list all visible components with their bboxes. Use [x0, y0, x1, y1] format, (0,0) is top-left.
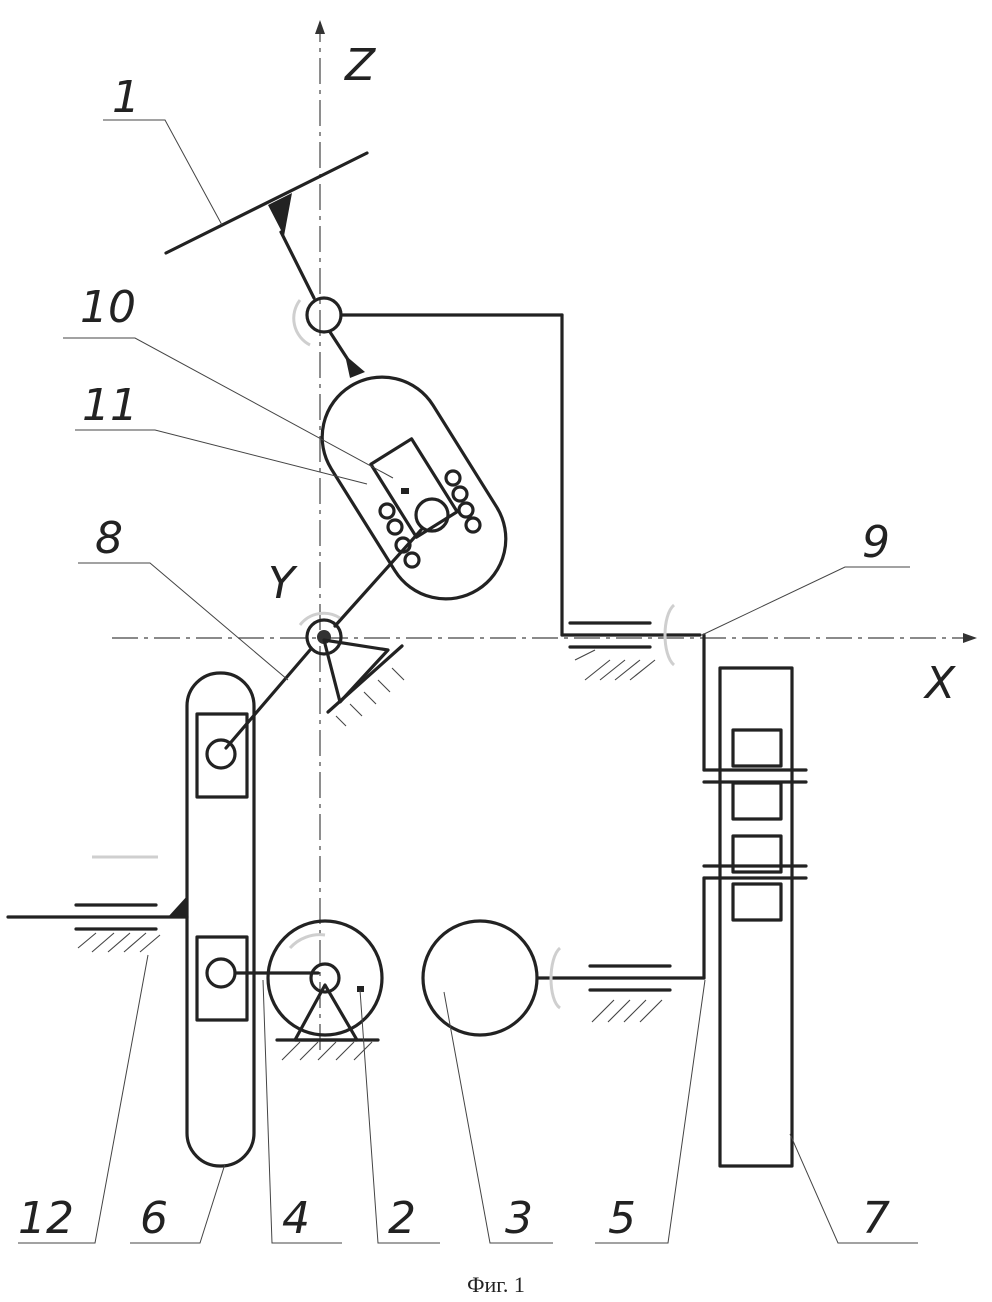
axes: Z Y X	[112, 22, 975, 1050]
upper-joint	[294, 298, 700, 680]
y-axis-label: Y	[268, 558, 298, 609]
callout-8: 8	[95, 513, 123, 564]
callout-3: 3	[505, 1193, 533, 1244]
callouts: 1 10 11 8 9 12 6 4 2 3 5 7	[18, 72, 890, 1244]
lower-pivot	[300, 613, 404, 726]
callout-11: 11	[82, 380, 138, 431]
callout-4: 4	[282, 1193, 310, 1244]
part-1-platform	[166, 153, 367, 298]
part-3-disk	[423, 921, 704, 1035]
part-10-capsule	[300, 332, 529, 626]
part-8-link	[226, 650, 310, 748]
x-axis-label: X	[923, 658, 956, 709]
callout-10: 10	[80, 282, 136, 333]
callout-2: 2	[388, 1193, 416, 1244]
figure-caption: Фиг. 1	[467, 1272, 525, 1297]
callout-5: 5	[608, 1193, 636, 1244]
callout-12: 12	[18, 1193, 74, 1244]
part-12-guide	[8, 857, 188, 952]
callout-7: 7	[862, 1193, 890, 1244]
callout-6: 6	[140, 1193, 168, 1244]
part-6-slider	[187, 673, 318, 1166]
callout-1: 1	[112, 72, 140, 123]
part-2-wheel	[268, 921, 382, 1060]
leader-lines	[18, 120, 918, 1243]
z-axis-label: Z	[344, 40, 376, 91]
callout-9: 9	[862, 517, 890, 568]
part-7-rail	[720, 668, 792, 1166]
